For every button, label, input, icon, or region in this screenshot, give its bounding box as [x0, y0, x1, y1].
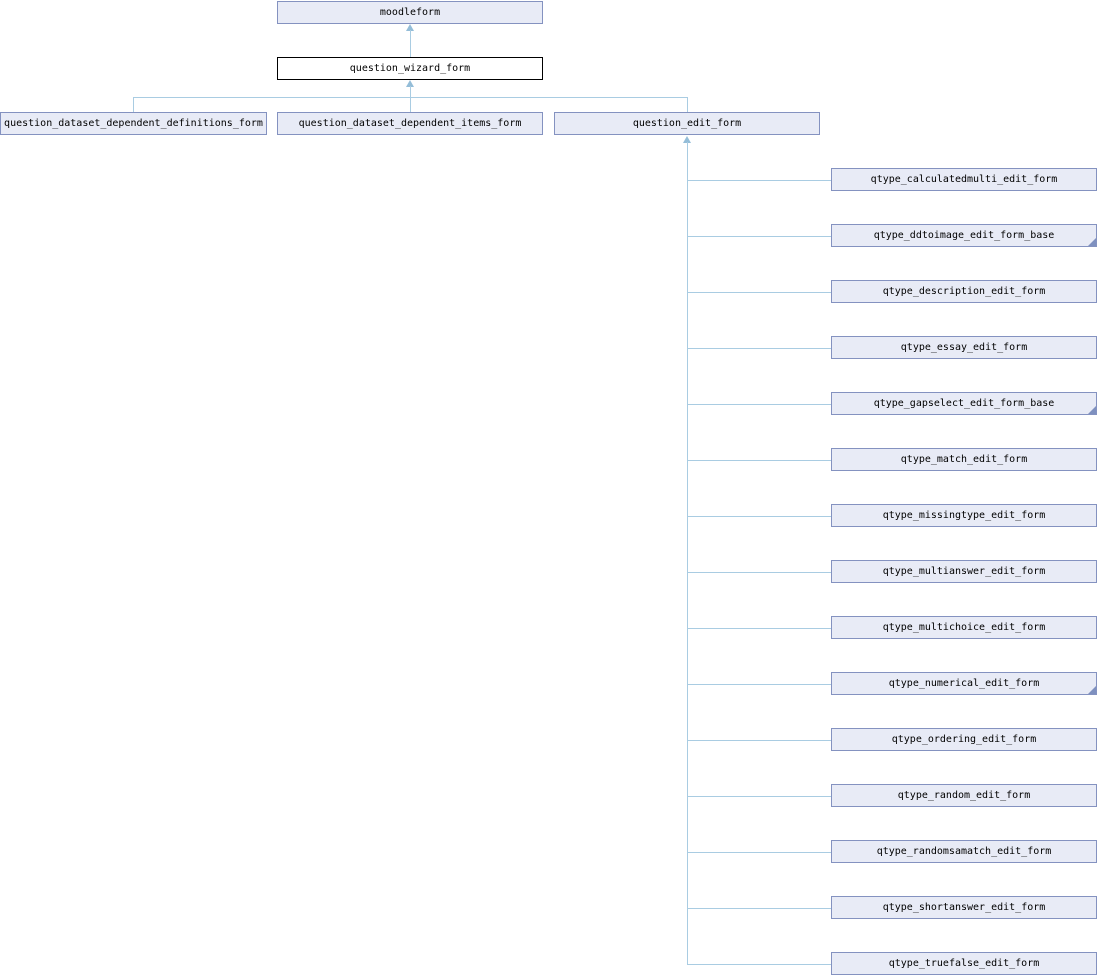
- edge-line: [410, 86, 411, 97]
- class-node-label: qtype_calculatedmulti_edit_form: [870, 174, 1058, 185]
- inheritance-arrow-up-icon: [406, 80, 414, 87]
- class-node-label: qtype_gapselect_edit_form_base: [873, 398, 1055, 409]
- edge-line: [410, 30, 411, 57]
- edge-line: [410, 97, 411, 112]
- class-node-label: moodleform: [379, 7, 441, 18]
- inheritance-arrow-up-icon: [683, 136, 691, 143]
- edge-line: [687, 404, 831, 405]
- class-node-question-dataset-dependent-definitions-form[interactable]: question_dataset_dependent_definitions_f…: [0, 112, 267, 135]
- edge-line: [687, 180, 831, 181]
- class-node-label: qtype_ddtoimage_edit_form_base: [873, 230, 1055, 241]
- class-node-label: qtype_truefalse_edit_form: [888, 958, 1040, 969]
- edge-line: [133, 97, 134, 112]
- class-node-label: qtype_numerical_edit_form: [888, 678, 1040, 689]
- class-node-label: qtype_shortanswer_edit_form: [882, 902, 1046, 913]
- class-node-label: question_wizard_form: [349, 63, 471, 74]
- class-node-qtype-calculatedmulti-edit-form[interactable]: qtype_calculatedmulti_edit_form: [831, 168, 1097, 191]
- edge-line: [687, 516, 831, 517]
- inheritance-arrow-up-icon: [406, 24, 414, 31]
- class-node-qtype-essay-edit-form[interactable]: qtype_essay_edit_form: [831, 336, 1097, 359]
- class-node-qtype-multianswer-edit-form[interactable]: qtype_multianswer_edit_form: [831, 560, 1097, 583]
- edge-line: [687, 796, 831, 797]
- class-node-qtype-ddtoimage-edit-form-base[interactable]: qtype_ddtoimage_edit_form_base: [831, 224, 1097, 247]
- class-node-label: qtype_random_edit_form: [897, 790, 1031, 801]
- class-node-question-dataset-dependent-items-form[interactable]: question_dataset_dependent_items_form: [277, 112, 543, 135]
- edge-line: [687, 740, 831, 741]
- edge-line: [687, 852, 831, 853]
- edge-line: [687, 964, 831, 965]
- class-node-label: question_dataset_dependent_items_form: [298, 118, 522, 129]
- edge-line: [687, 908, 831, 909]
- class-node-label: question_dataset_dependent_definitions_f…: [4, 118, 263, 129]
- class-node-qtype-truefalse-edit-form[interactable]: qtype_truefalse_edit_form: [831, 952, 1097, 975]
- edge-line: [687, 628, 831, 629]
- class-node-label: question_edit_form: [632, 118, 742, 129]
- class-node-moodleform[interactable]: moodleform: [277, 1, 543, 24]
- edge-line: [687, 572, 831, 573]
- class-node-qtype-numerical-edit-form[interactable]: qtype_numerical_edit_form: [831, 672, 1097, 695]
- class-node-label: qtype_multichoice_edit_form: [882, 622, 1046, 633]
- class-node-qtype-random-edit-form[interactable]: qtype_random_edit_form: [831, 784, 1097, 807]
- class-node-qtype-match-edit-form[interactable]: qtype_match_edit_form: [831, 448, 1097, 471]
- class-node-label: qtype_multianswer_edit_form: [882, 566, 1046, 577]
- class-node-qtype-ordering-edit-form[interactable]: qtype_ordering_edit_form: [831, 728, 1097, 751]
- class-node-qtype-randomsamatch-edit-form[interactable]: qtype_randomsamatch_edit_form: [831, 840, 1097, 863]
- edge-line: [687, 236, 831, 237]
- edge-line: [687, 142, 688, 964]
- class-node-question-wizard-form[interactable]: question_wizard_form: [277, 57, 543, 80]
- class-node-label: qtype_ordering_edit_form: [891, 734, 1037, 745]
- edge-line: [687, 348, 831, 349]
- class-node-qtype-description-edit-form[interactable]: qtype_description_edit_form: [831, 280, 1097, 303]
- class-node-label: qtype_essay_edit_form: [900, 342, 1028, 353]
- class-node-question-edit-form[interactable]: question_edit_form: [554, 112, 820, 135]
- class-node-label: qtype_missingtype_edit_form: [882, 510, 1046, 521]
- class-node-label: qtype_randomsamatch_edit_form: [876, 846, 1052, 857]
- class-node-label: qtype_description_edit_form: [882, 286, 1046, 297]
- class-node-qtype-missingtype-edit-form[interactable]: qtype_missingtype_edit_form: [831, 504, 1097, 527]
- class-node-qtype-gapselect-edit-form-base[interactable]: qtype_gapselect_edit_form_base: [831, 392, 1097, 415]
- edge-line: [687, 460, 831, 461]
- hidden-children-marker-icon: [1088, 406, 1096, 414]
- class-node-qtype-shortanswer-edit-form[interactable]: qtype_shortanswer_edit_form: [831, 896, 1097, 919]
- hidden-children-marker-icon: [1088, 686, 1096, 694]
- edge-line: [687, 97, 688, 112]
- hidden-children-marker-icon: [1088, 238, 1096, 246]
- edge-line: [687, 292, 831, 293]
- edge-line: [687, 684, 831, 685]
- class-node-label: qtype_match_edit_form: [900, 454, 1028, 465]
- class-node-qtype-multichoice-edit-form[interactable]: qtype_multichoice_edit_form: [831, 616, 1097, 639]
